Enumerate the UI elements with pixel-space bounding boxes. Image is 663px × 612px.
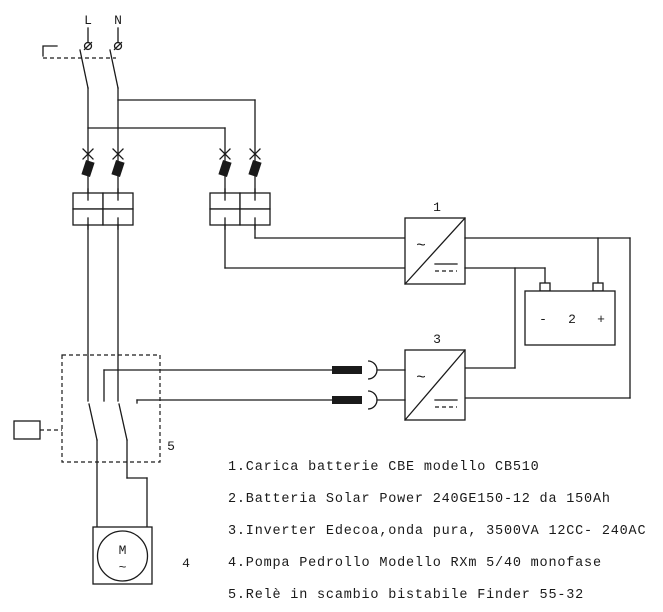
battery-minus-label: - [539,312,547,327]
battery-post-icon [539,282,551,292]
motor-ac-symbol: ~ [119,560,127,575]
plug-socket-connector [136,390,406,410]
legend-item: 3.Inverter Edecoa,onda pura, 3500VA 12CC… [228,524,646,539]
plug-icon [332,396,362,404]
pump-motor: M ~ 4 [92,526,190,585]
ac-wave-icon: ~ [416,369,426,387]
pump-ref-label: 4 [182,556,190,571]
battery-charger: 1 ~ [404,200,466,285]
relay-contact-blade-icon [118,403,128,441]
legend-item: 2.Batteria Solar Power 240GE150-12 da 15… [228,492,611,507]
terminal-circle-icon [113,41,123,51]
legend-item: 5.Relè in scambio bistabile Finder 55-32 [228,588,584,603]
label-line: L [84,13,92,28]
battery-post-icon [592,282,604,292]
charger-ref-label: 1 [433,200,441,215]
supply-wires [87,87,256,194]
fuse-icon [248,148,262,178]
battery-ref-label: 2 [568,312,576,327]
socket-icon [367,360,378,380]
plug-icon [332,366,362,374]
legend-item: 1.Carica batterie CBE modello CB510 [228,460,540,475]
ac-wave-icon: ~ [416,237,426,255]
plug-socket-connector [103,360,406,402]
manual-drive-icon [42,45,58,57]
dc-bus-wires [464,237,631,399]
battery: - 2 + [524,282,616,346]
label-neutral: N [114,13,122,28]
supply-labels: L N [84,13,122,28]
terminal-block-left [72,188,134,230]
socket-icon [367,390,378,410]
main-switch [42,27,123,89]
changeover-relay: 5 [13,224,175,528]
switch-blade-icon [79,49,89,89]
fuse-icon [218,148,232,178]
battery-plus-label: + [597,312,605,327]
terminal-block-right [209,188,271,230]
relay-ref-label: 5 [167,439,175,454]
switch-blade-icon [109,49,119,89]
legend: 1.Carica batterie CBE modello CB510 2.Ba… [228,460,646,603]
relay-coil-icon [13,420,41,440]
motor-letter: M [119,543,127,558]
motor-circle-icon [96,530,149,582]
relay-enclosure [61,354,161,463]
legend-item: 4.Pompa Pedrollo Modello RXm 5/40 monofa… [228,556,602,571]
fuse-icon [111,148,125,178]
relay-contact-blade-icon [88,403,98,441]
inverter-ref-label: 3 [433,332,441,347]
inverter: 3 ~ [404,332,466,421]
fuse-icon [81,148,95,178]
ac-bus-wires [224,224,406,269]
fuse-icons [81,148,262,178]
terminal-circle-icon [83,41,93,51]
